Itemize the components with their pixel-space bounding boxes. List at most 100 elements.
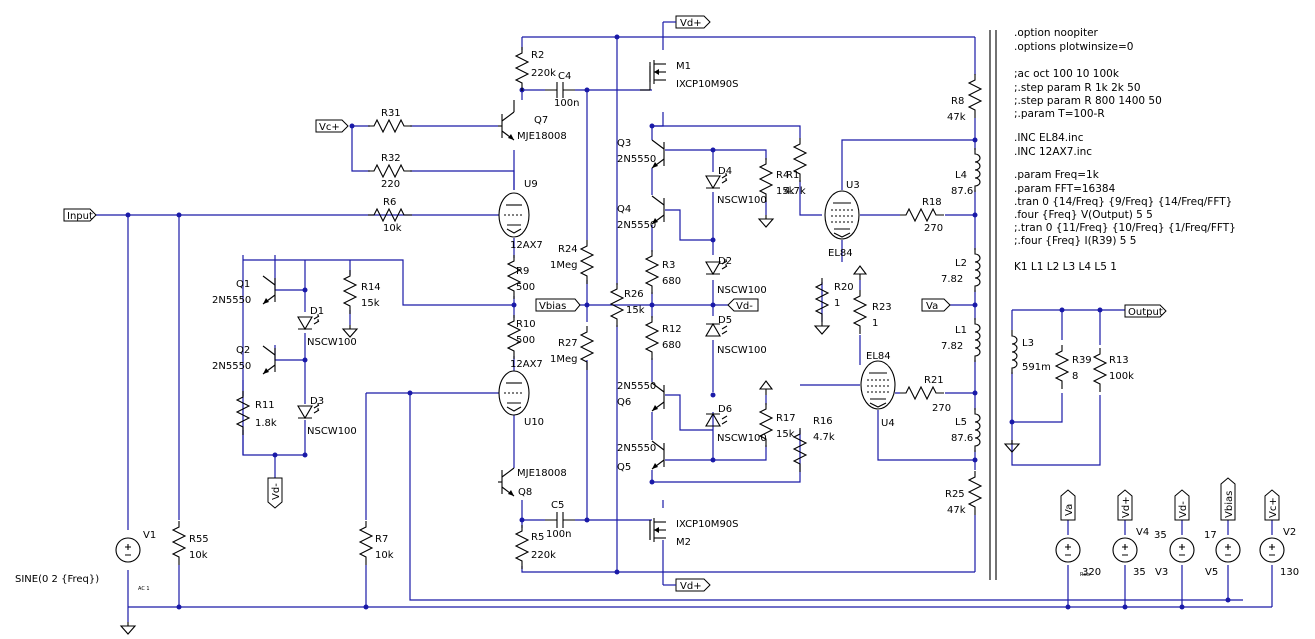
resistor-R1: R1 4.7k	[784, 137, 807, 197]
svg-text:R14: R14	[361, 282, 381, 293]
svg-text:R8: R8	[951, 96, 964, 107]
transistor-Q6: Q6 2N5550	[617, 381, 665, 412]
svg-text:EL84: EL84	[828, 248, 853, 259]
svg-text:R1: R1	[786, 170, 799, 181]
svg-text:87.6: 87.6	[951, 186, 973, 197]
svg-text:2N5550: 2N5550	[617, 443, 656, 454]
svg-text:R7: R7	[375, 534, 388, 545]
svg-text:.tran 0 {14/Freq} {9/Freq} {14: .tran 0 {14/Freq} {9/Freq} {14/Freq/FFT}	[1014, 196, 1232, 208]
svg-text:SINE(0 2 {Freq}): SINE(0 2 {Freq})	[15, 574, 99, 585]
voltage-source-V1: V1 SINE(0 2 {Freq}) AC 1	[15, 530, 156, 592]
svg-text:MJE18008: MJE18008	[517, 468, 567, 479]
svg-text:R16: R16	[813, 416, 833, 427]
svg-text:EL84: EL84	[866, 351, 891, 362]
svg-text:15k: 15k	[776, 429, 795, 440]
svg-text:10k: 10k	[189, 550, 208, 561]
svg-text:4.7k: 4.7k	[813, 432, 835, 443]
svg-text:2N5550: 2N5550	[617, 381, 656, 392]
spice-directives: .option noopiter .options plotwinsize=0 …	[1014, 27, 1236, 273]
junctions	[125, 34, 1231, 610]
svg-text:35: 35	[1154, 530, 1167, 541]
svg-text:2N5550: 2N5550	[212, 361, 251, 372]
svg-text:.INC EL84.inc: .INC EL84.inc	[1014, 132, 1084, 144]
svg-text:500: 500	[516, 335, 535, 346]
svg-text:D3: D3	[310, 396, 324, 407]
svg-text:Rser: Rser	[1080, 572, 1092, 578]
capacitor-C5: C5 100n	[545, 500, 575, 540]
net-flag-input: Input	[63, 208, 97, 222]
svg-text:M1: M1	[676, 61, 691, 72]
transistor-Q2: Q2 2N5550	[212, 345, 276, 375]
svg-text:M2: M2	[676, 537, 691, 548]
svg-text:R20: R20	[834, 282, 854, 293]
resistor-R21: R21 270	[899, 375, 951, 414]
transformer-core	[989, 30, 997, 580]
svg-text:D5: D5	[718, 315, 732, 326]
net-flag-vbias: Vbias	[535, 298, 581, 312]
resistor-R26: R26 15k	[610, 282, 645, 328]
svg-text:8: 8	[1072, 371, 1078, 382]
svg-text:320: 320	[1082, 567, 1101, 578]
svg-text:680: 680	[662, 340, 681, 351]
svg-text:.four {Freq} V(Output) 5 5: .four {Freq} V(Output) 5 5	[1014, 209, 1153, 221]
diode-D4: D4 NSCW100	[705, 166, 767, 206]
svg-text:270: 270	[932, 403, 951, 414]
resistor-R12: R12 680	[645, 315, 682, 361]
resistor-R25: R25 47k	[945, 470, 982, 516]
svg-text:4.7k: 4.7k	[784, 186, 806, 197]
svg-text:R55: R55	[189, 534, 209, 545]
svg-text:10k: 10k	[375, 550, 394, 561]
bias-arrow-icon	[759, 380, 773, 396]
voltage-source-V4: V4 35	[1112, 527, 1149, 578]
vacuum-tube-U4: EL84 U4	[860, 351, 896, 429]
svg-text:R9: R9	[516, 266, 529, 277]
svg-text:87.6: 87.6	[951, 433, 973, 444]
svg-text:D1: D1	[310, 306, 324, 317]
net-flag-vd-plus-bottom: Vd+	[663, 578, 711, 592]
svg-text:47k: 47k	[947, 505, 966, 516]
vacuum-tube-U3: U3 EL84	[824, 180, 860, 259]
resistor-R17: R17 15k	[759, 402, 796, 448]
svg-text:V5: V5	[1205, 567, 1218, 578]
diode-D3: D3 NSCW100	[297, 396, 357, 437]
inductor-L4: L4 87.6	[951, 147, 981, 197]
svg-text:2N5550: 2N5550	[617, 220, 656, 231]
svg-text:2N5550: 2N5550	[617, 154, 656, 165]
svg-text:NSCW100: NSCW100	[717, 195, 767, 206]
svg-text:.INC 12AX7.inc: .INC 12AX7.inc	[1014, 146, 1092, 158]
svg-text:U4: U4	[881, 418, 895, 429]
svg-text:Q8: Q8	[518, 487, 532, 498]
svg-text:V4: V4	[1136, 527, 1149, 538]
diode-D2: D2 NSCW100	[705, 256, 767, 296]
mosfet-M1: M1 IXCP10M90S	[640, 59, 739, 91]
svg-text:Vbias: Vbias	[1224, 491, 1235, 518]
ground-icon	[120, 621, 136, 635]
ground-icon	[342, 324, 358, 338]
svg-text:U3: U3	[846, 180, 860, 191]
svg-text:680: 680	[662, 276, 681, 287]
svg-text:;ac oct 100 10 100k: ;ac oct 100 10 100k	[1014, 68, 1120, 80]
svg-text:Q6: Q6	[617, 397, 631, 408]
svg-text:12AX7: 12AX7	[510, 359, 543, 370]
svg-text:AC 1: AC 1	[138, 586, 150, 592]
svg-text:R21: R21	[924, 375, 944, 386]
resistor-R10: R10 500	[507, 314, 536, 360]
resistor-R7: R7 10k	[359, 520, 394, 566]
svg-text:L2: L2	[955, 258, 967, 269]
svg-text:Q7: Q7	[534, 115, 548, 126]
wires	[94, 22, 1273, 622]
svg-text:D6: D6	[718, 404, 732, 415]
resistor-R4: R4 15k	[759, 157, 795, 203]
svg-text:35: 35	[1133, 567, 1146, 578]
svg-text:Vc+: Vc+	[1268, 497, 1279, 518]
voltage-source-V3: 35 V3	[1154, 530, 1195, 578]
net-flag-vd-minus-source: Vd-	[1174, 489, 1190, 521]
svg-text:47k: 47k	[947, 112, 966, 123]
ground-icon	[814, 321, 830, 335]
svg-text:R10: R10	[516, 319, 536, 330]
net-flag-vd-plus-source: Vd+	[1117, 489, 1133, 521]
svg-text:MJE18008: MJE18008	[517, 131, 567, 142]
svg-text:K1 L1 L2 L3 L4 L5 1: K1 L1 L2 L3 L4 L5 1	[1014, 261, 1117, 273]
resistor-R13: R13 100k	[1093, 347, 1134, 393]
resistor-R14: R14 15k	[343, 269, 381, 315]
